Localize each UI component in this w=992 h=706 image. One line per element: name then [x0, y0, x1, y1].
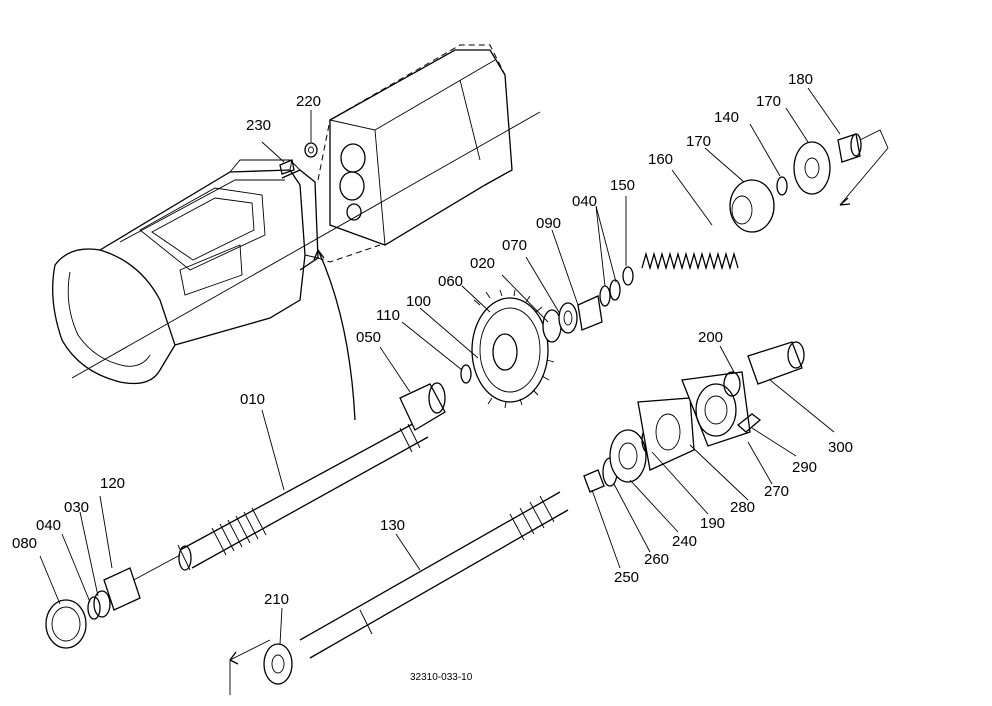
label-120: 120 [100, 475, 125, 492]
part-labels: 010 020 030 040 040 050 060 070 080 090 … [12, 71, 853, 683]
label-020: 020 [470, 255, 495, 272]
label-230: 230 [246, 117, 271, 134]
label-200: 200 [698, 329, 723, 346]
label-250: 250 [614, 569, 639, 586]
label-010: 010 [240, 391, 265, 408]
label-100: 100 [406, 293, 431, 310]
washer-220 [304, 110, 318, 158]
label-060: 060 [438, 273, 463, 290]
label-300: 300 [828, 439, 853, 456]
leader-lines [39, 87, 841, 645]
label-180: 180 [788, 71, 813, 88]
label-130: 130 [380, 517, 405, 534]
label-270: 270 [764, 483, 789, 500]
transmission-housing [52, 44, 541, 421]
label-110: 110 [376, 307, 400, 324]
label-190: 190 [700, 515, 725, 532]
label-080: 080 [12, 535, 37, 552]
label-140: 140 [714, 109, 739, 126]
label-070: 070 [502, 237, 527, 254]
label-040a: 040 [36, 517, 61, 534]
label-220: 220 [296, 93, 321, 110]
bolt-230 [261, 141, 295, 175]
lower-shaft-assembly [229, 341, 805, 695]
label-290: 290 [792, 459, 817, 476]
label-040b: 040 [572, 193, 597, 210]
label-170a: 170 [686, 133, 711, 150]
label-210: 210 [264, 591, 289, 608]
label-050: 050 [356, 329, 381, 346]
label-150: 150 [610, 177, 635, 194]
front-bearing-stack [45, 567, 141, 649]
drawing-code: 32310-033-10 [410, 672, 473, 683]
label-280: 280 [730, 499, 755, 516]
label-160: 160 [648, 151, 673, 168]
label-260: 260 [644, 551, 669, 568]
label-170b: 170 [756, 93, 781, 110]
upper-shaft-assembly [129, 129, 889, 583]
label-090: 090 [536, 215, 561, 232]
label-030: 030 [64, 499, 89, 516]
label-240: 240 [672, 533, 697, 550]
